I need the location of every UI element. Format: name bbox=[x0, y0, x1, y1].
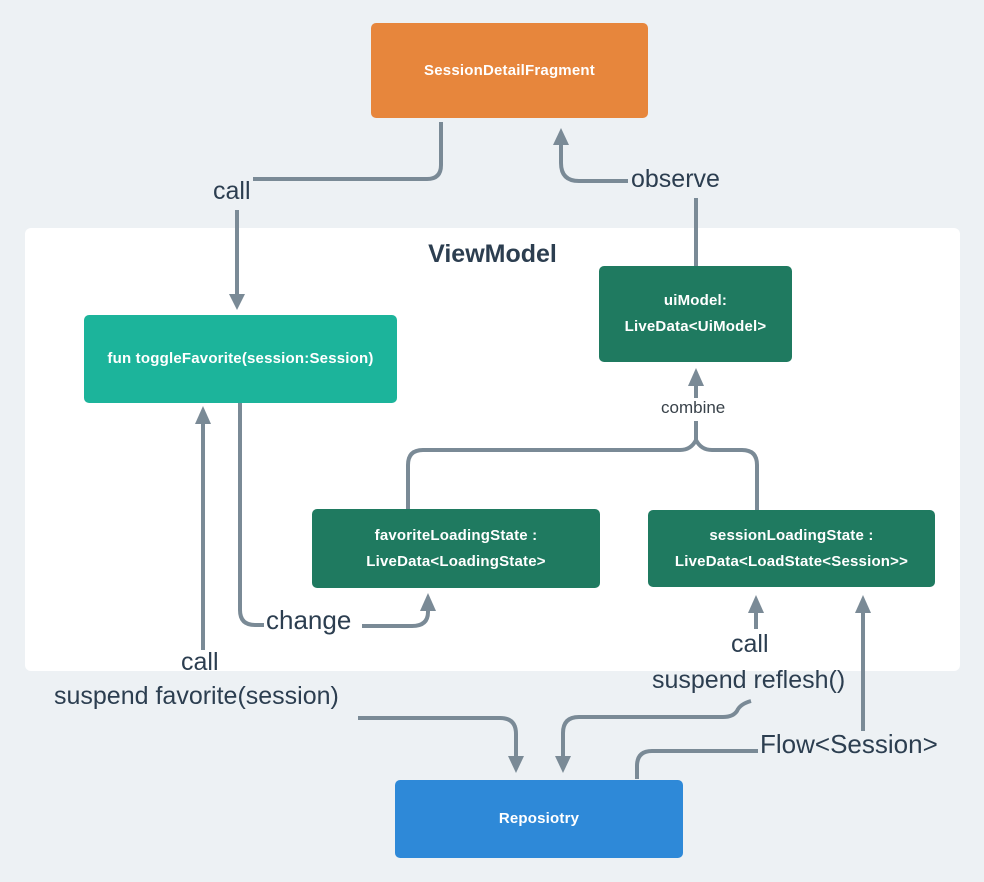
node-repository: Reposiotry bbox=[395, 780, 683, 858]
node-label: SessionDetailFragment bbox=[424, 61, 595, 79]
edge-label-change: change bbox=[266, 605, 352, 635]
arrow-observe-to-fragment bbox=[553, 128, 628, 183]
node-favorite-loading-state: favoriteLoadingState : LiveData<LoadingS… bbox=[312, 509, 600, 588]
edge-label-suspend-favorite: suspend favorite(session) bbox=[54, 682, 339, 710]
line-flow-to-repository bbox=[635, 749, 758, 779]
arrow-fragment-to-call bbox=[253, 122, 443, 181]
bracket-combine bbox=[406, 435, 759, 510]
edge-label-call-left: call bbox=[181, 648, 219, 676]
node-label: Reposiotry bbox=[498, 810, 580, 827]
arrow-change-to-favoritestate bbox=[362, 593, 436, 628]
node-session-detail-fragment: SessionDetailFragment bbox=[371, 23, 648, 118]
edge-label-call-top: call bbox=[213, 177, 251, 205]
node-label-line2: LiveData<LoadingState> bbox=[366, 552, 546, 570]
node-label-line2: LiveData<UiModel> bbox=[624, 318, 767, 335]
node-session-loading-state: sessionLoadingState : LiveData<LoadState… bbox=[648, 510, 935, 587]
arrow-suspendfavorite-to-togglefavorite bbox=[195, 406, 211, 650]
edge-label-observe: observe bbox=[631, 165, 720, 193]
node-label-line1: sessionLoadingState : bbox=[709, 526, 874, 544]
node-label-line2: LiveData<LoadState<Session>> bbox=[674, 552, 909, 570]
arrow-reflesh-to-repository bbox=[555, 699, 752, 773]
edge-label-call-right: call bbox=[731, 630, 769, 658]
arrow-call-to-togglefavorite bbox=[229, 210, 245, 310]
viewmodel-title: ViewModel bbox=[428, 240, 557, 268]
node-label: fun toggleFavorite(session:Session) bbox=[107, 350, 374, 367]
arrow-suspendfavorite-to-repository bbox=[358, 716, 524, 773]
arrow-flow-to-sessionstate bbox=[855, 595, 871, 731]
edge-label-suspend-reflesh: suspend reflesh() bbox=[652, 666, 846, 694]
edge-label-combine: combine bbox=[658, 398, 729, 418]
node-ui-model-livedata: uiModel: LiveData<UiModel> bbox=[599, 266, 792, 362]
arrow-togglefavorite-to-change bbox=[238, 403, 264, 627]
node-label-line1: uiModel: bbox=[663, 292, 728, 309]
node-label-line1: favoriteLoadingState : bbox=[374, 526, 538, 544]
arrow-call-to-sessionstate bbox=[748, 595, 764, 629]
edge-label-flow-session: Flow<Session> bbox=[760, 729, 938, 759]
node-toggle-favorite: fun toggleFavorite(session:Session) bbox=[84, 315, 397, 403]
